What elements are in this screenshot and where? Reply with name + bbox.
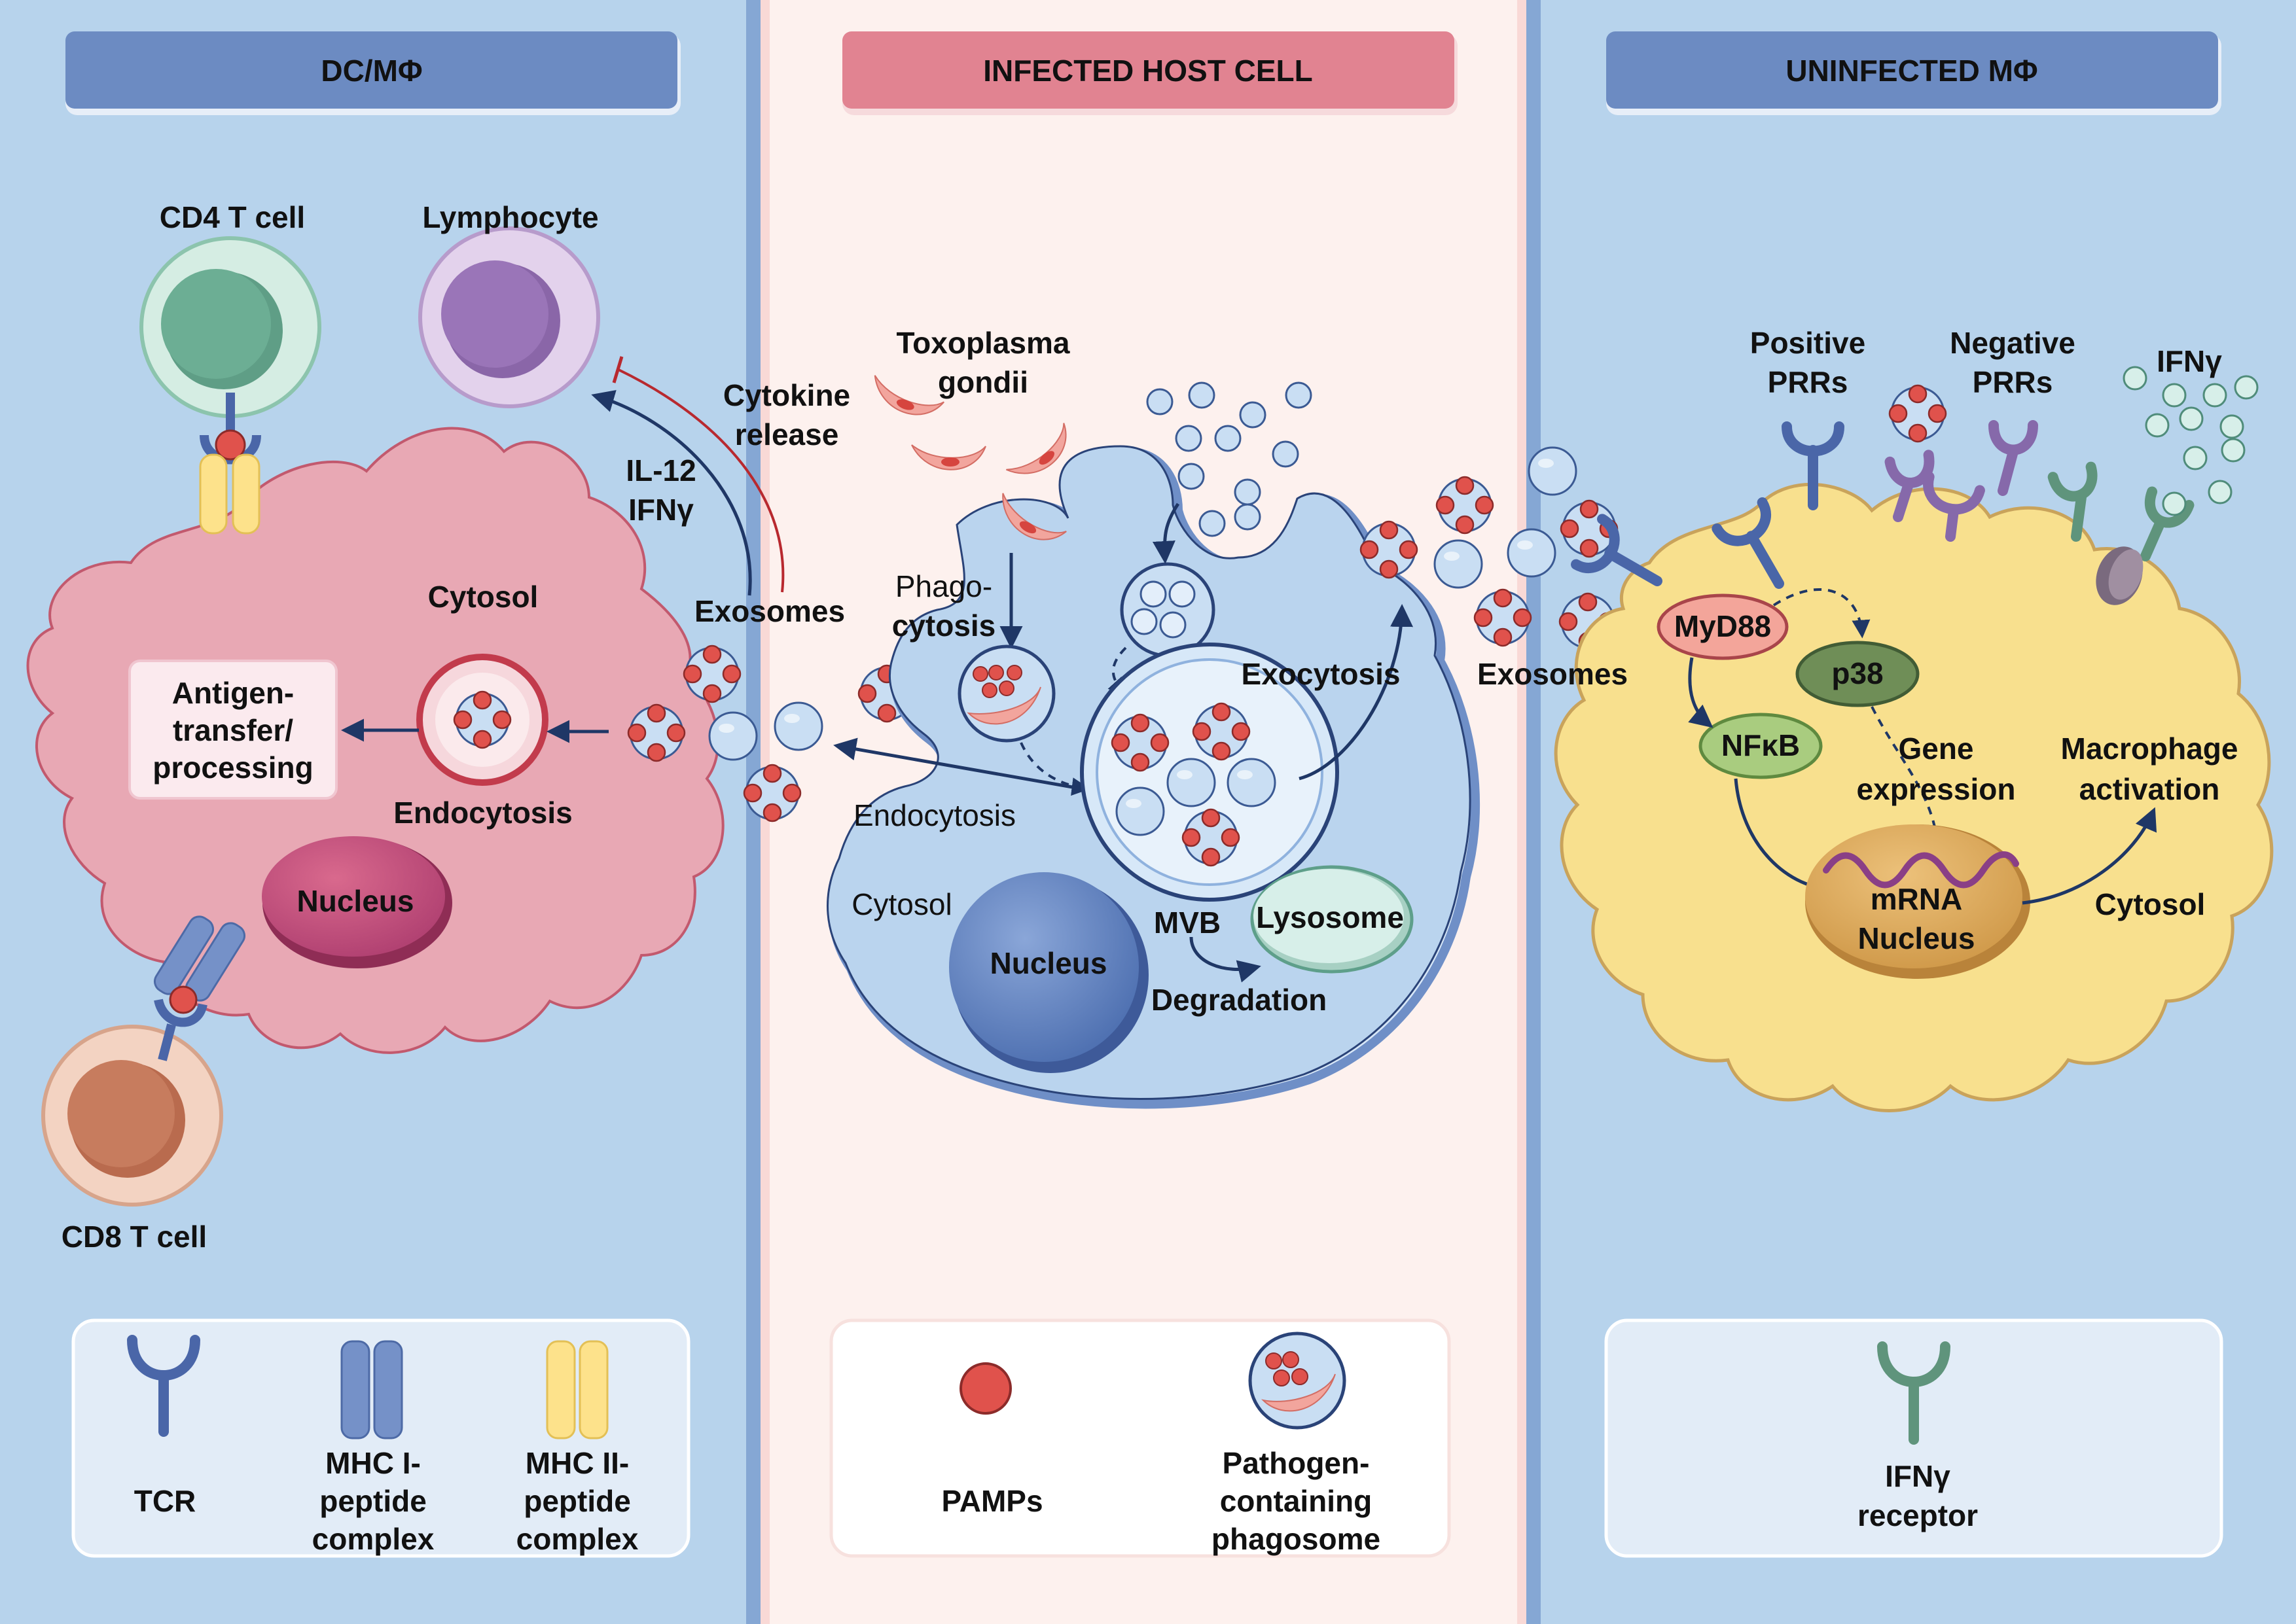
- mvb-label: MVB: [1154, 906, 1221, 940]
- mhc1-legend-icon: [340, 1340, 403, 1439]
- right-header-title: UNINFECTED MΦ: [1785, 54, 2037, 88]
- legend-tcr: TCR: [134, 1484, 196, 1518]
- legend-mhc1-line-2: peptide: [319, 1484, 427, 1518]
- il12-line-2: IFNγ: [628, 493, 694, 527]
- positive-prr-line-1: Positive: [1750, 326, 1865, 360]
- antigen-line-2: transfer/: [173, 713, 293, 747]
- tcr-legend-icon: [127, 1335, 200, 1437]
- lysosome: [1250, 865, 1414, 974]
- mrna-strand: [1823, 851, 2019, 889]
- il12-line-1: IL-12: [626, 453, 696, 487]
- dc-nucleus: [262, 836, 452, 968]
- lysosome-label: Lysosome: [1256, 900, 1404, 934]
- phago-line-1: Phago-: [895, 569, 992, 603]
- legend-ifngr-line-2: receptor: [1857, 1498, 1978, 1532]
- middle-endocytosis-label: Endocytosis: [853, 798, 1016, 832]
- middle-header: INFECTED HOST CELL: [842, 31, 1458, 115]
- legend-mhc1-line-1: MHC I-: [325, 1446, 421, 1480]
- cd8-label: CD8 T cell: [62, 1220, 207, 1254]
- toxoplasma-line-1: Toxoplasma: [897, 326, 1070, 360]
- macrophage-nucleus: [1805, 824, 2030, 979]
- nfkb-label: NFκB: [1721, 728, 1800, 762]
- cytokine-inhibition: [618, 368, 785, 593]
- mvb: [1080, 643, 1339, 902]
- mhc2-complex-cd4: [199, 453, 260, 535]
- nfkb-node: NFκB: [1698, 713, 1823, 779]
- legend-phagosome-line-3: phagosome: [1211, 1522, 1380, 1556]
- macrophage-line-2: activation: [2079, 772, 2220, 806]
- legend-mhc2-line-3: complex: [516, 1522, 639, 1556]
- macrophage-line-1: Macrophage: [2061, 732, 2238, 766]
- legend-phagosome-line-1: Pathogen-: [1223, 1446, 1370, 1480]
- right-divider: [1526, 0, 1541, 1624]
- legend-ifngr-line-1: IFNγ: [1885, 1459, 1950, 1493]
- exocytosis-label: Exocytosis: [1242, 657, 1401, 691]
- dc-endocytosis-label: Endocytosis: [393, 796, 573, 830]
- middle-legend: PAMPs Pathogen- containing phagosome: [829, 1318, 1451, 1558]
- dc-nucleus-label: Nucleus: [297, 884, 414, 918]
- antigen-box: Antigen- transfer/ processing: [128, 660, 338, 800]
- legend-mhc2-line-1: MHC II-: [526, 1446, 629, 1480]
- legend-mhc1-line-3: complex: [312, 1522, 435, 1556]
- negative-prr-receptors: [1884, 420, 2038, 542]
- left-header-title: DC/MΦ: [321, 54, 422, 88]
- negative-prr-line-1: Negative: [1950, 326, 2075, 360]
- legend-phagosome-line-2: containing: [1220, 1484, 1372, 1518]
- legend-mhc2-line-2: peptide: [524, 1484, 631, 1518]
- mrna-label: mRNA: [1871, 882, 1963, 916]
- gene-line-1: Gene: [1898, 732, 1973, 766]
- p38-label: p38: [1831, 656, 1883, 690]
- phagosome: [958, 644, 1056, 743]
- antigen-line-3: processing: [152, 750, 313, 785]
- lymphocyte-label: Lymphocyte: [422, 200, 598, 234]
- gene-line-2: expression: [1857, 772, 2016, 806]
- ifngr-legend-icon: [1877, 1341, 1950, 1445]
- phagosome-legend-icon: [1248, 1332, 1346, 1430]
- dc-cytosol-label: Cytosol: [428, 580, 539, 614]
- cd4-label: CD4 T cell: [160, 200, 305, 234]
- ifng-receptors: [2047, 461, 2195, 605]
- middle-cytosol-label: Cytosol: [852, 887, 952, 921]
- mhc2-legend-icon: [546, 1340, 609, 1439]
- right-legend: IFNγ receptor: [1604, 1318, 2223, 1558]
- right-header: UNINFECTED MΦ: [1606, 31, 2221, 115]
- middle-header-title: INFECTED HOST CELL: [983, 54, 1312, 88]
- cytokine-line-2: release: [735, 417, 839, 451]
- right-exosomes-label: Exosomes: [1477, 657, 1628, 691]
- left-exosomes-label: Exosomes: [694, 594, 845, 628]
- myd88-label: MyD88: [1674, 609, 1771, 643]
- host-nucleus-label: Nucleus: [990, 946, 1107, 980]
- degradation-label: Degradation: [1151, 983, 1327, 1017]
- cytokine-line-1: Cytokine: [723, 378, 850, 412]
- ifng-label: IFNγ: [2157, 344, 2222, 378]
- left-legend: TCR MHC I- peptide complex MHC II- pepti…: [71, 1318, 691, 1558]
- endosome: [416, 654, 548, 786]
- legend-pamps: PAMPs: [941, 1484, 1043, 1518]
- right-nucleus-label: Nucleus: [1858, 921, 1975, 955]
- negative-prr-line-2: PRRs: [1973, 365, 2053, 399]
- myd88-node: MyD88: [1657, 593, 1789, 660]
- dendritic-cell: [26, 427, 725, 1054]
- phago-line-2: cytosis: [892, 609, 996, 643]
- toxoplasma-line-2: gondii: [938, 365, 1028, 399]
- positive-prr-line-2: PRRs: [1768, 365, 1848, 399]
- left-header: DC/MΦ: [65, 31, 681, 115]
- p38-node: p38: [1795, 641, 1920, 707]
- pamp-legend-icon: [960, 1362, 1012, 1415]
- cd4-t-cell: [139, 236, 321, 418]
- antigen-line-1: Antigen-: [172, 676, 295, 710]
- early-endosome: [1120, 562, 1215, 658]
- right-cytosol-label: Cytosol: [2095, 887, 2206, 921]
- lymphocyte: [418, 226, 600, 408]
- host-nucleus: [949, 872, 1149, 1073]
- cd8-t-cell: [41, 1025, 223, 1207]
